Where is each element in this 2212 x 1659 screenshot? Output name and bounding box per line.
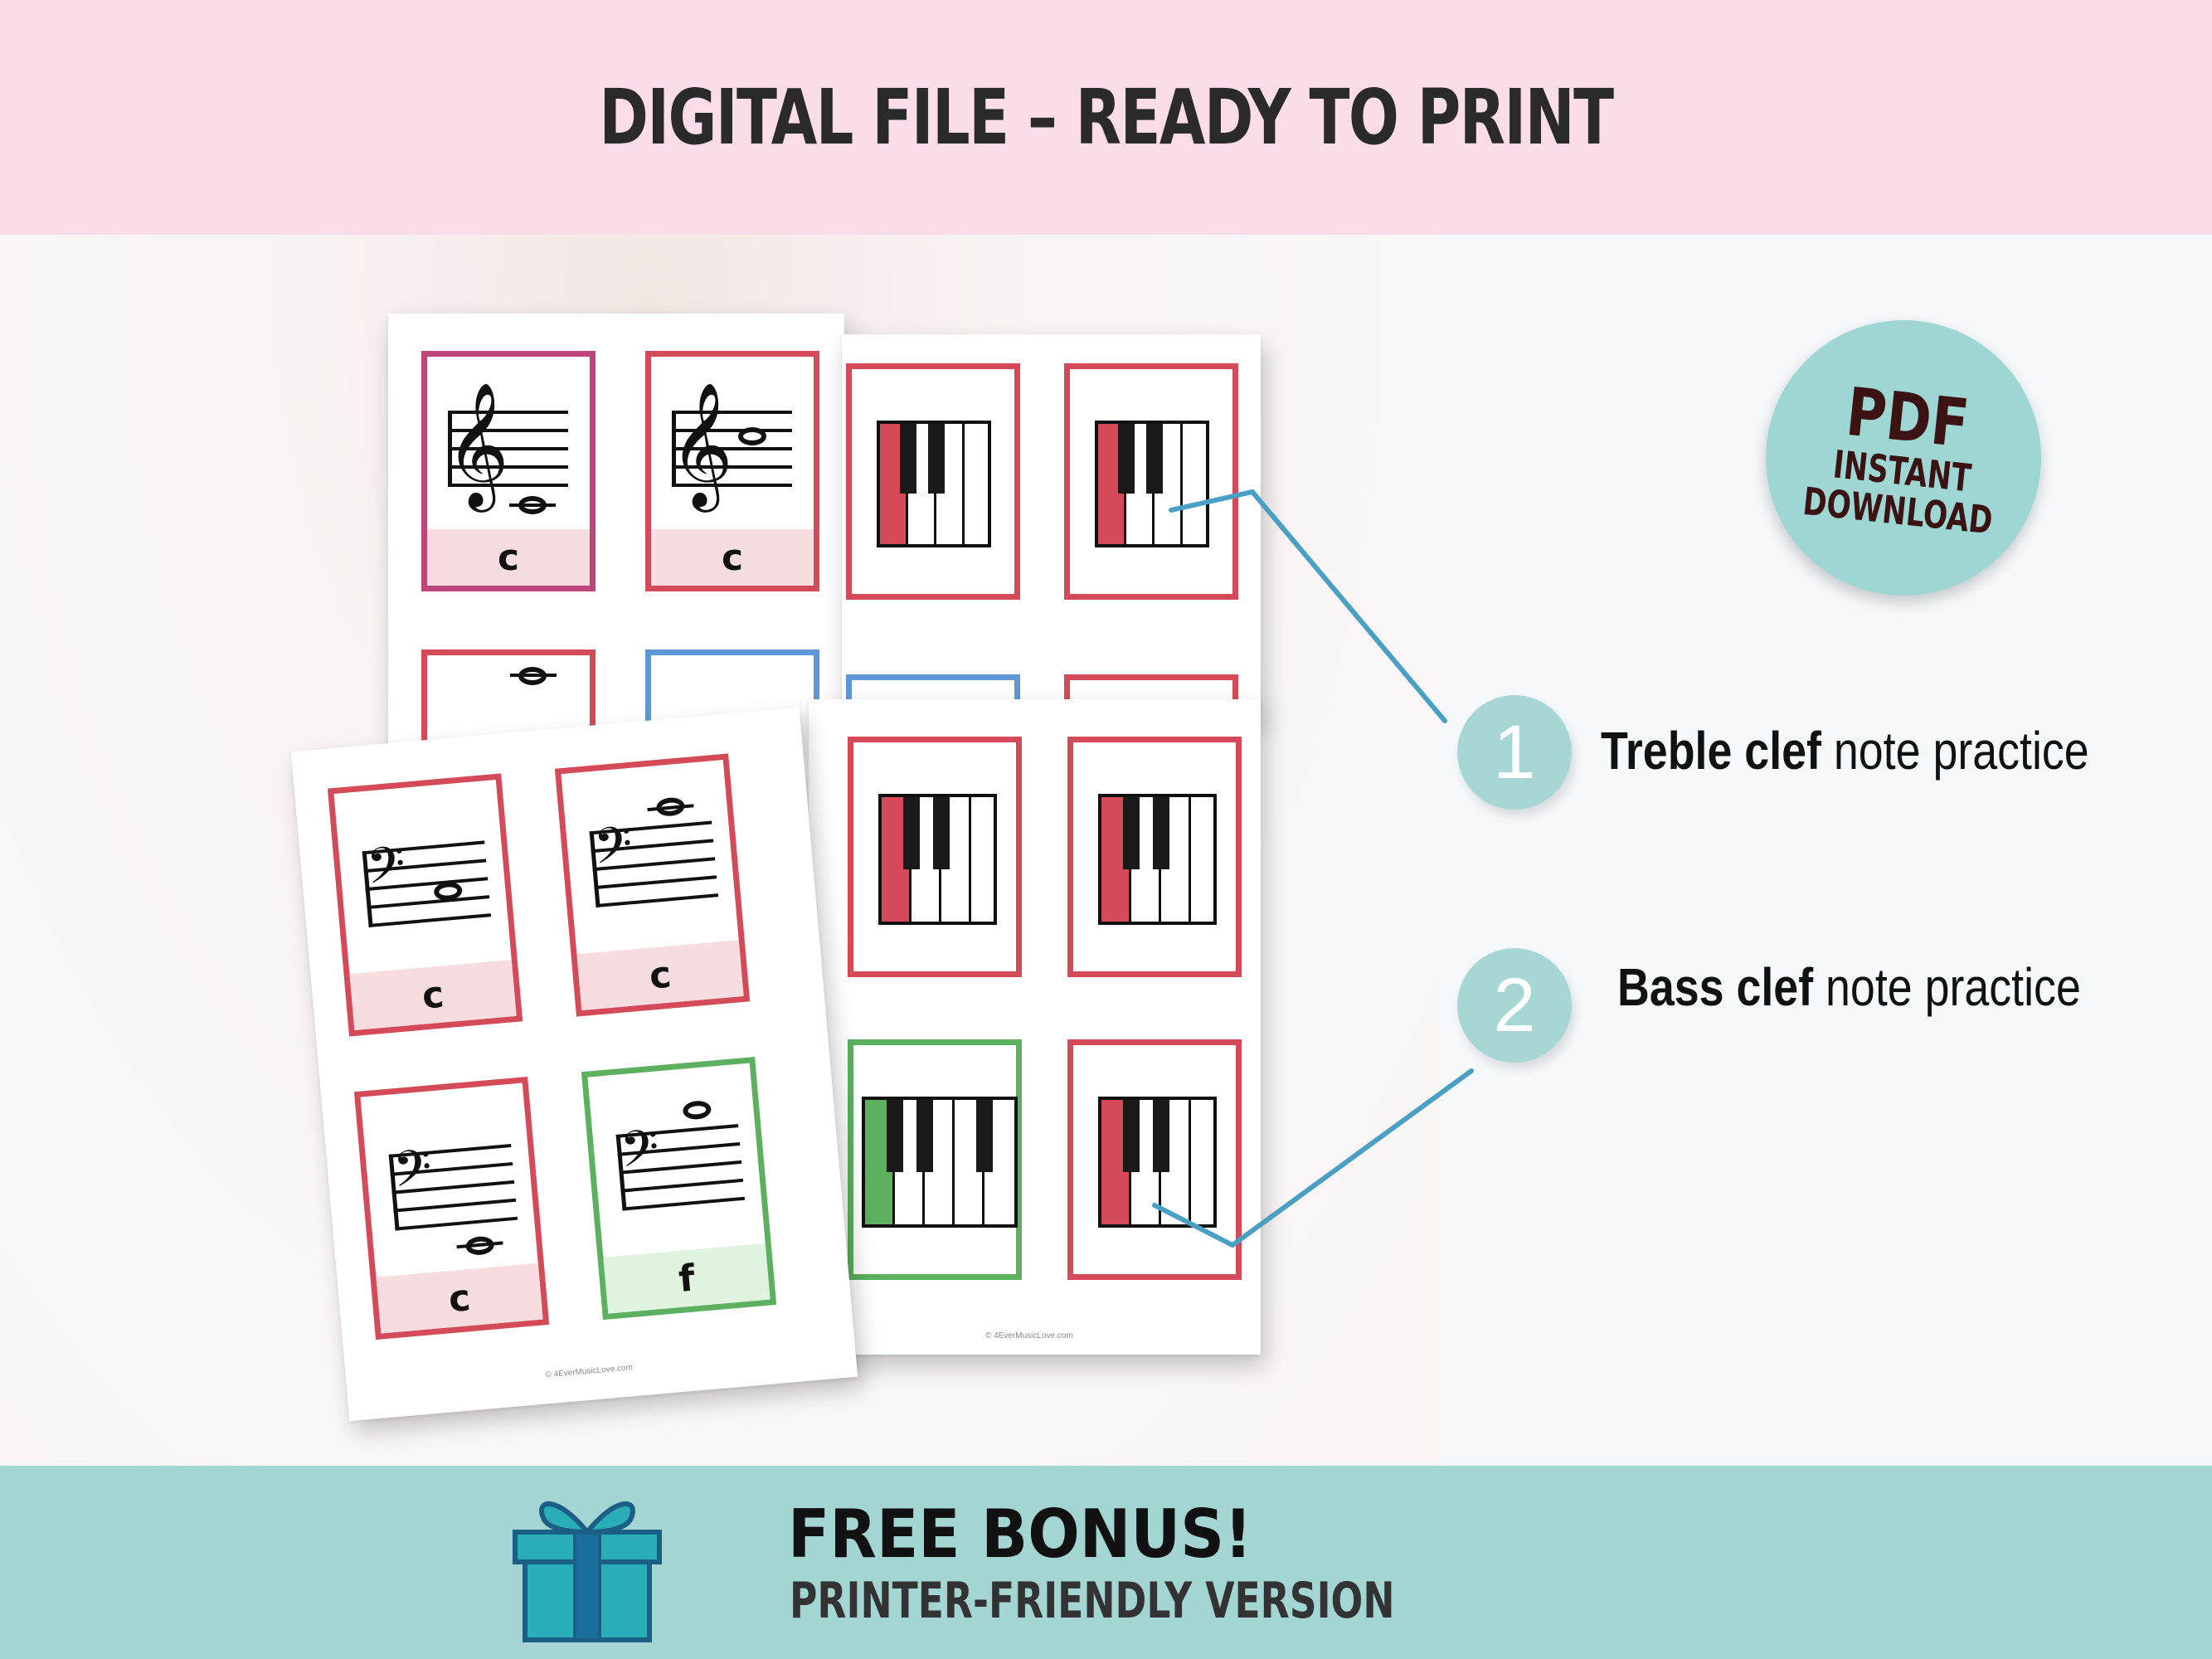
feature-2-rest: note practice	[1813, 957, 2081, 1017]
connector-lines	[1152, 489, 1474, 1248]
page-title: DIGITAL FILE – READY TO PRINT	[599, 73, 1614, 162]
bonus-banner: FREE BONUS! PRINTER-FRIENDLY VERSION	[0, 1466, 2212, 1659]
card-label: c	[651, 529, 814, 586]
gift-icon	[513, 1501, 662, 1642]
flashcard-piano	[1067, 1039, 1242, 1280]
whole-note-icon	[738, 427, 766, 445]
piano-keys-icon	[862, 1097, 1018, 1228]
treble-clef-icon: 𝄞	[669, 381, 733, 507]
card-label: c	[427, 529, 590, 586]
flashcard-treble: 𝄞 c	[421, 351, 596, 591]
connector-line-treble	[1169, 489, 1447, 723]
flashcard-piano	[848, 1039, 1022, 1280]
treble-clef-icon: 𝄞	[445, 381, 509, 507]
feature-2-bold: Bass clef	[1617, 957, 1814, 1017]
ledger-line	[509, 504, 556, 507]
feature-1-rest: note practice	[1821, 721, 2089, 781]
whole-note-icon	[518, 667, 547, 685]
feature-number-2: 2	[1457, 948, 1572, 1063]
flashcard-piano	[846, 363, 1020, 600]
music-staff	[448, 411, 568, 487]
flashcard-treble: 𝄞 c	[645, 351, 819, 591]
feature-number-1: 1	[1457, 695, 1572, 810]
piano-sheet-front: © 4EverMusicLove.com	[809, 699, 1261, 1355]
flashcard-piano	[848, 737, 1022, 977]
bonus-title: FREE BONUS!	[788, 1496, 1252, 1573]
piano-keys-icon	[877, 421, 991, 547]
connector-line-bass	[1152, 1068, 1474, 1248]
piano-keys-icon	[1098, 794, 1217, 925]
copyright-text: © 4EverMusicLove.com	[985, 1331, 1073, 1340]
flashcard-piano	[1067, 737, 1242, 977]
music-staff	[672, 411, 792, 487]
treble-clef-sheet: 𝄞 c 𝄞 c	[388, 314, 844, 961]
content-area: 𝄞 c 𝄞 c	[0, 235, 2212, 1466]
top-banner: DIGITAL FILE – READY TO PRINT	[0, 0, 2212, 235]
bonus-subtitle: PRINTER-FRIENDLY VERSION	[790, 1572, 1395, 1630]
flashcard-piano	[1064, 363, 1238, 600]
feature-1-text: Treble clef note practice	[1601, 720, 2089, 781]
product-photo: 𝄞 c 𝄞 c	[0, 235, 1441, 1466]
piano-keys-icon	[1095, 421, 1209, 547]
feature-2-text: Bass clef note practice	[1617, 956, 2081, 1018]
piano-keys-icon	[878, 794, 997, 925]
feature-1-bold: Treble clef	[1601, 721, 1821, 781]
